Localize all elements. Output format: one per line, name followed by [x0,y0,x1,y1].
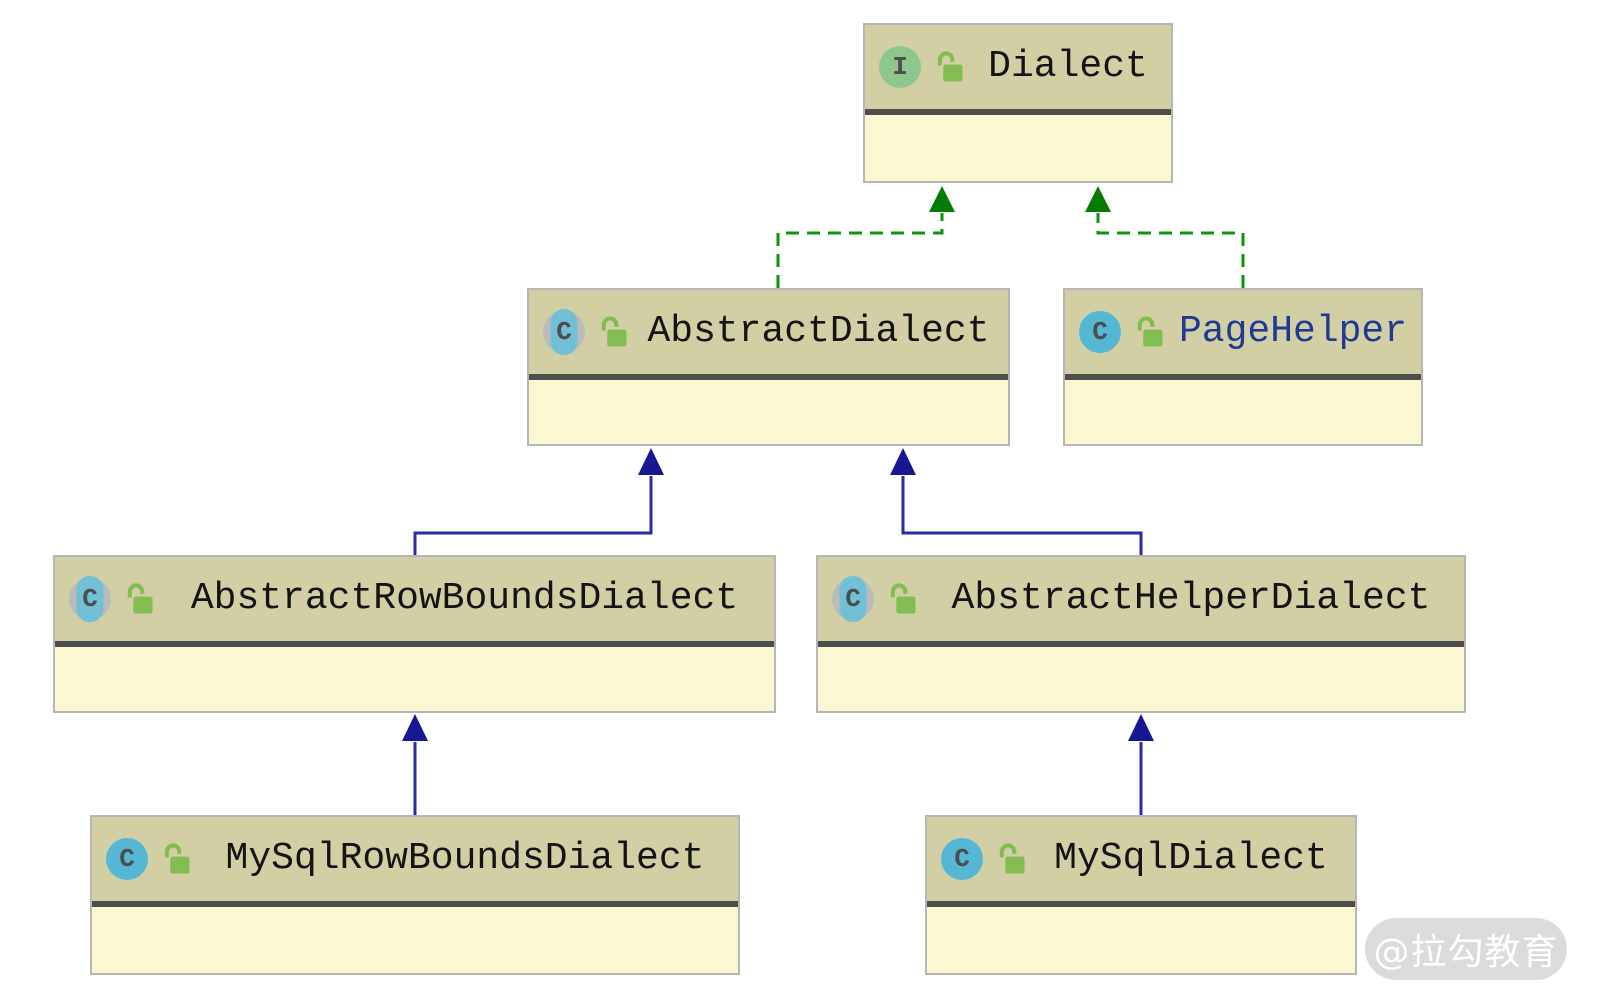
edge-abstractrowboundsdialect-extends-abstractdialect [413,448,664,555]
class-name: MySqlRowBoundsDialect [225,837,705,880]
header-divider [865,109,1171,115]
class-body-empty [529,380,1008,444]
class-icon-letter: C [82,584,98,614]
class-icon-pill [76,576,104,622]
hollowless-green-triangle-arrowhead [929,186,955,212]
abstract-class-icon: C [69,576,111,622]
class-icon-letter: C [954,844,970,874]
header-divider [55,641,774,647]
class-body-empty [1065,380,1421,444]
abstract-class-icon: C [543,309,585,355]
class-body-empty [55,647,774,711]
class-header: C AbstractRowBoundsDialect [55,557,774,641]
header-divider [529,374,1008,380]
class-icon-pill [839,576,867,622]
abstract-class-icon: C [832,576,874,622]
edge-pagehelper-implements-dialect [1085,186,1245,288]
navy-triangle-arrowhead [1128,714,1154,741]
class-header: C AbstractHelperDialect [818,557,1464,641]
open-lock-icon [887,581,919,617]
edge-mysqlrowboundsdialect-extends-abstractrowboundsdialect [402,714,428,815]
class-box-pagehelper[interactable]: C PageHelper [1063,288,1423,446]
class-body-empty [818,647,1464,711]
class-name: MySqlDialect [1054,837,1328,880]
class-icon: C [941,838,983,880]
class-name: AbstractHelperDialect [951,577,1431,620]
class-name: AbstractDialect [647,310,990,353]
class-name: Dialect [988,45,1148,88]
navy-triangle-arrowhead [402,714,428,741]
edge-abstracthelperdialect-extends-abstractdialect [890,448,1143,555]
class-icon-pill [550,309,578,355]
class-icon-circle [106,838,148,880]
class-box-abstractdialect[interactable]: C AbstractDialect [527,288,1010,446]
edge-mysqldialect-extends-abstracthelperdialect [1128,714,1154,815]
header-divider [927,901,1355,907]
class-icon-letter: C [556,317,572,347]
navy-triangle-arrowhead [638,448,664,475]
class-header: C PageHelper [1065,290,1421,374]
class-body-empty [865,115,1171,181]
interface-icon-circle [879,46,921,88]
class-header: I Dialect [865,25,1171,109]
open-lock-icon [1134,314,1166,350]
class-icon: C [1079,311,1121,353]
open-lock-icon [598,314,630,350]
class-box-mysqldialect[interactable]: C MySqlDialect [925,815,1357,975]
class-box-abstractrowboundsdialect[interactable]: C AbstractRowBoundsDialect [53,555,776,713]
watermark-badge: @拉勾教育 [1365,918,1567,980]
interface-icon: I [879,46,921,88]
class-name[interactable]: PageHelper [1179,310,1408,353]
class-icon-letter: C [119,844,135,874]
class-box-mysqlrowboundsdialect[interactable]: C MySqlRowBoundsDialect [90,815,740,975]
class-icon: C [106,838,148,880]
class-box-dialect[interactable]: I Dialect [863,23,1173,183]
open-lock-icon [124,581,156,617]
green-triangle-arrowhead [1085,186,1111,212]
open-lock-icon [161,841,193,877]
navy-triangle-arrowhead [890,448,916,475]
interface-icon-letter: I [892,52,908,82]
header-divider [1065,374,1421,380]
open-lock-icon [934,49,966,85]
class-header: C AbstractDialect [529,290,1008,374]
class-name: AbstractRowBoundsDialect [190,577,739,620]
watermark-text: @拉勾教育 [1373,932,1559,973]
edge-abstractdialect-implements-dialect [776,186,955,288]
class-icon-circle [941,838,983,880]
class-header: C MySqlRowBoundsDialect [92,817,738,901]
class-body-empty [927,907,1355,973]
class-icon-letter: C [1092,317,1108,347]
open-lock-icon [996,841,1028,877]
class-icon-letter: C [845,584,861,614]
header-divider [92,901,738,907]
class-body-empty [92,907,738,973]
class-header: C MySqlDialect [927,817,1355,901]
class-box-abstracthelperdialect[interactable]: C AbstractHelperDialect [816,555,1466,713]
header-divider [818,641,1464,647]
class-icon-circle [1079,311,1121,353]
